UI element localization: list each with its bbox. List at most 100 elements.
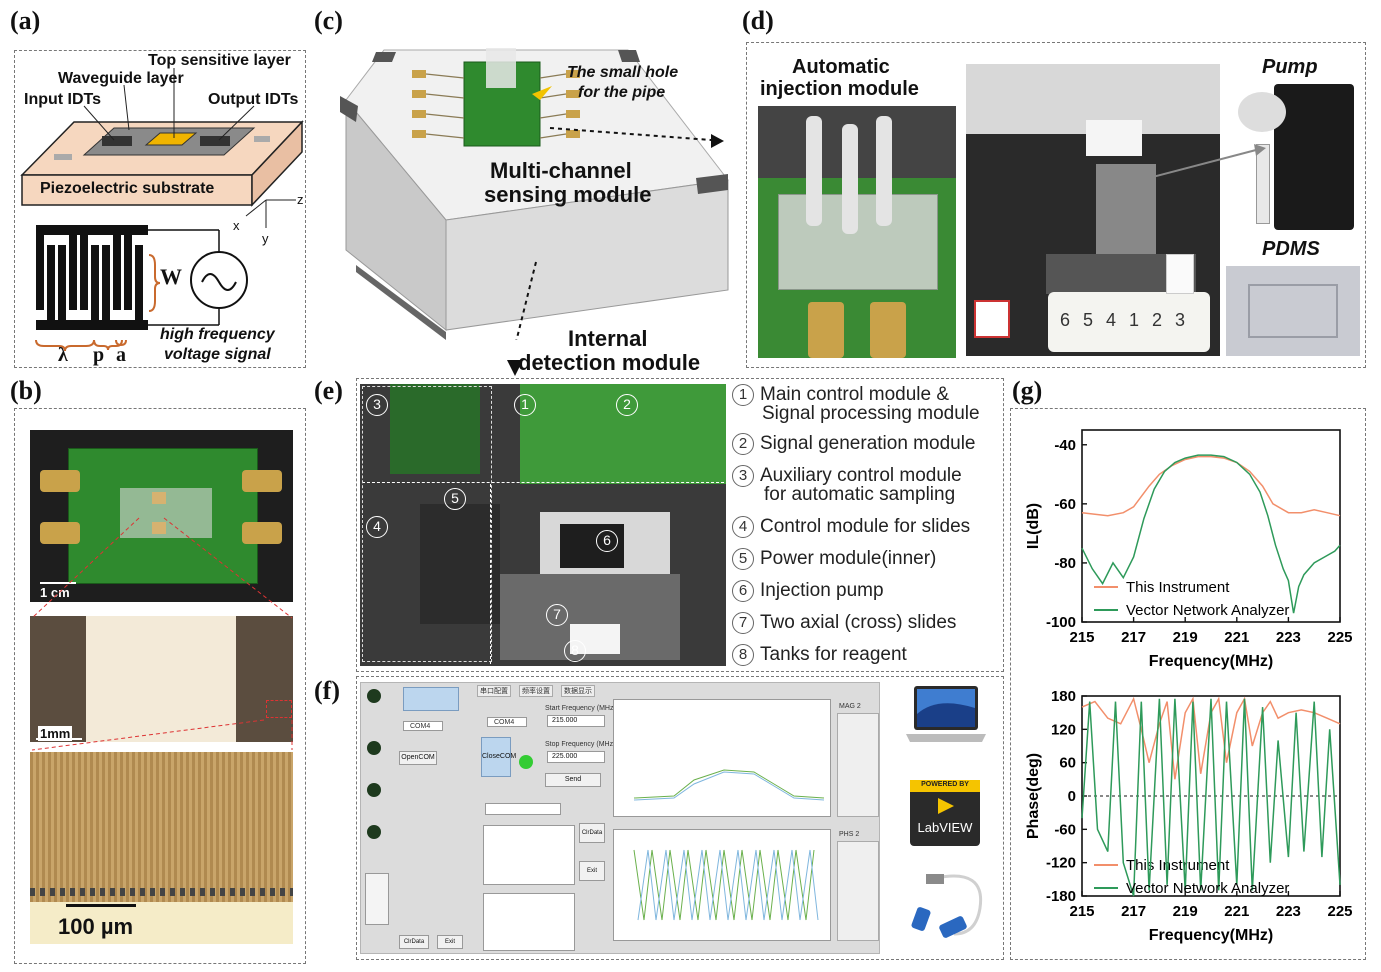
panel-e-frame <box>356 378 1004 672</box>
label-small-hole-1: The small hole <box>567 64 679 81</box>
x-tick-label-0: 215 <box>1069 629 1094 646</box>
label-w: W <box>160 264 182 289</box>
y-tick-label-3: 0 <box>1068 788 1076 805</box>
labview-text: LabVIEW <box>917 820 973 835</box>
label-waveguide-layer: Waveguide layer <box>58 70 184 87</box>
y-tick-label-2: -80 <box>1054 555 1076 572</box>
clrdata-button-2[interactable]: ClrData <box>399 935 429 949</box>
zoom-lines-b <box>31 517 293 751</box>
axis-y-label: y <box>262 231 269 246</box>
internal-board-photo: 3 1 2 4 5 6 7 8 <box>360 384 726 666</box>
panel-label-b: (b) <box>10 376 42 405</box>
y-tick-label-4: -60 <box>1054 821 1076 838</box>
scale-100um: 100 µm <box>58 914 134 939</box>
label-top-sensitive-layer: Top sensitive layer <box>148 52 291 69</box>
mag-plot <box>613 699 831 817</box>
label-automatic: Automatic <box>792 56 890 78</box>
clrdata-button-1[interactable]: ClrData <box>579 823 605 843</box>
x-tick-label-4: 223 <box>1276 629 1301 646</box>
label-signal-line2: voltage signal <box>164 346 271 363</box>
label-a: a <box>116 344 126 366</box>
y-axis-label: Phase(deg) <box>1025 753 1042 839</box>
internal-mechanism-photo: 6 5 4 1 2 3 <box>966 64 1220 356</box>
label-pdms: PDMS <box>1262 238 1320 260</box>
plot-frame <box>1081 429 1341 623</box>
scale-1mm: 1mm <box>38 726 73 741</box>
pdms-photo <box>1226 266 1360 356</box>
start-freq-label: Start Frequency (MHz) 2 <box>545 705 622 712</box>
send-button[interactable]: Send <box>545 773 601 787</box>
y-axis-label: IL(dB) <box>1025 503 1042 549</box>
x-tick-label-5: 225 <box>1327 629 1352 646</box>
exit-button-2[interactable]: Exit <box>437 935 463 949</box>
series-line-0 <box>1081 455 1341 517</box>
idt-photo-1mm: 1mm <box>30 616 293 742</box>
panel-f-frame <box>356 676 1004 960</box>
panel-g-frame <box>1010 408 1366 960</box>
x-axis-label: Frequency(MHz) <box>1149 653 1273 670</box>
label-pump: Pump <box>1262 56 1318 78</box>
labview-logo: POWERED BY LabVIEW <box>910 780 980 846</box>
usb-serial-cable-icon <box>911 874 983 938</box>
panel-label-g: (g) <box>1012 376 1043 405</box>
y-tick-label-2: 60 <box>1059 755 1076 772</box>
pcb-photo: 1 cm <box>30 430 293 602</box>
y-tick-label-1: -60 <box>1054 496 1076 513</box>
opencom-button[interactable]: OpenCOM <box>399 751 437 765</box>
tab-freq[interactable]: 频率设置 <box>519 685 553 697</box>
legend-label-1: Vector Network Analyzer <box>1126 880 1289 897</box>
injection-module-photo <box>758 106 956 358</box>
x-tick-label-2: 219 <box>1173 629 1198 646</box>
label-multichannel-2: sensing module <box>484 182 652 207</box>
x-tick-label-4: 223 <box>1276 903 1301 920</box>
closecom-button[interactable]: CloseCOM <box>481 737 516 777</box>
label-lambda: λ <box>58 344 68 366</box>
stop-freq-label: Stop Frequency (MHz) 2 <box>545 741 622 748</box>
panel-b-frame <box>14 408 306 964</box>
x-tick-label-3: 221 <box>1224 629 1249 646</box>
phs-list-label: PHS 2 <box>839 831 860 838</box>
x-tick-label-0: 215 <box>1069 903 1094 920</box>
labview-powered-by: POWERED BY <box>921 781 969 788</box>
legend-label-0: This Instrument <box>1126 579 1230 596</box>
x-axis-label: Frequency(MHz) <box>1149 927 1273 944</box>
panel-label-d: (d) <box>742 6 774 35</box>
x-tick-label-5: 225 <box>1327 903 1352 920</box>
legend-label-1: Vector Network Analyzer <box>1126 602 1289 619</box>
legend-item-1-line2: Signal processing module <box>762 403 980 424</box>
legend-label-0: This Instrument <box>1126 857 1230 874</box>
panel-d-frame <box>746 42 1366 368</box>
idt-photo-100um: 100 µm <box>30 752 293 944</box>
exit-button-1[interactable]: Exit <box>579 861 605 881</box>
laptop-icon <box>906 686 986 742</box>
label-injection-module: injection module <box>760 78 919 100</box>
tank-numbers: 6 5 4 1 2 3 <box>1060 310 1190 330</box>
panel-label-a: (a) <box>10 6 41 35</box>
label-small-hole-2: for the pipe <box>578 84 666 101</box>
idt-schematic <box>20 68 304 352</box>
y-tick-label-0: -40 <box>1054 437 1076 454</box>
start-freq-input[interactable]: 215.000 <box>547 715 605 727</box>
label-input-idts: Input IDTs <box>24 91 102 108</box>
stop-freq-input[interactable]: 225.000 <box>547 751 605 763</box>
tab-serial[interactable]: 串口配置 <box>477 685 511 697</box>
y-tick-label-5: -120 <box>1046 855 1076 872</box>
y-tick-label-3: -100 <box>1046 614 1076 631</box>
panel-label-e: (e) <box>314 376 343 405</box>
com-value-1: COM4 <box>410 723 431 730</box>
labview-front-panel: 串口配置 频率设置 数据显示 OpenCOM COM4 CloseCOM COM… <box>360 682 880 954</box>
panel-label-c: (c) <box>314 6 343 35</box>
phase-plot <box>613 829 831 941</box>
x-tick-label-2: 219 <box>1173 903 1198 920</box>
x-tick-label-1: 217 <box>1121 903 1146 920</box>
tab-data[interactable]: 数据显示 <box>561 685 595 697</box>
y-tick-label-1: 120 <box>1051 721 1076 738</box>
